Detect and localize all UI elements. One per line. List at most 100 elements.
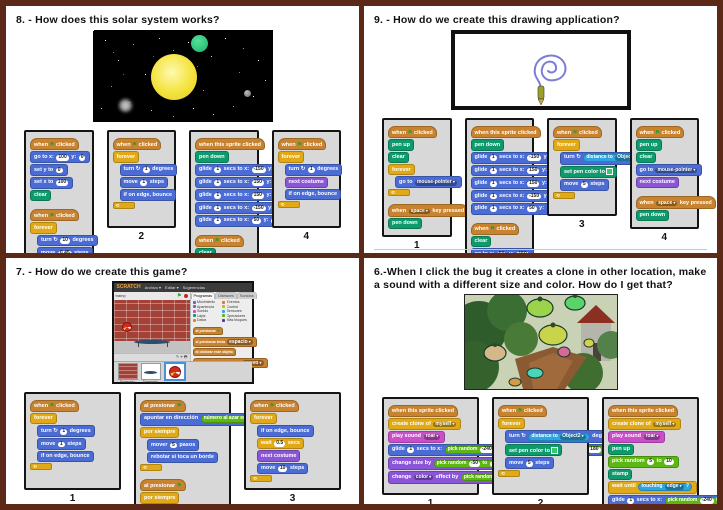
answer-options-row: when this sprite clicked create clone of … (374, 396, 717, 504)
ide-tab-sonidos[interactable]: Sonidos (236, 291, 257, 299)
question-title: 9. - How do we create this drawing appli… (374, 14, 620, 26)
block-category[interactable]: Sonido (192, 309, 221, 313)
ball-thumbnail-selected[interactable] (163, 362, 186, 382)
ide-tab-disfraces[interactable]: Disfraces (215, 291, 237, 299)
palette-event-block[interactable]: al presionar ⚑ (192, 327, 224, 336)
category-label: Movimiento (197, 300, 216, 305)
scratch-block-control: forever (112, 151, 140, 163)
loop-end-cap: ⟲ (388, 189, 410, 197)
trampoline-thumbnail[interactable]: Trampolín (140, 363, 161, 384)
scratch-block-hat: al presionar ⚑ (140, 399, 186, 412)
block-category[interactable]: Operadores (222, 314, 250, 318)
scratch-block-control: forever (277, 151, 305, 163)
small-planet-sprite (243, 90, 251, 98)
ide-menu-item[interactable]: Editar ▾ (165, 284, 179, 290)
ide-stage-header: tramp ⚑ (113, 291, 190, 300)
quadrant-q6: 6.-When I click the bug it creates a clo… (364, 257, 717, 504)
ball-sprite (121, 321, 132, 332)
stage-toolbar: ✎ ⌖ 🖶 (113, 352, 190, 361)
option-number: 1 (427, 497, 434, 504)
stage-thumbnail[interactable]: Escenario (117, 363, 138, 384)
green-planet-sprite (190, 35, 208, 53)
scratch-block-control: forever (498, 418, 525, 430)
option-panel[interactable]: al presionar ⚑apuntar en dirección númer… (134, 391, 297, 504)
scratch-block-control: por siempre (140, 492, 180, 504)
block-category[interactable]: Eventos (222, 300, 250, 304)
scratch-block-control: forever (388, 164, 415, 176)
loop-end-cap: ⟲ (30, 463, 52, 471)
category-label: Sensores (226, 309, 242, 314)
drawing-app-image (450, 30, 631, 111)
block-category[interactable]: Sensores (222, 309, 250, 313)
sprite-name-label: tramp (115, 293, 126, 299)
scratch-block-pen: pen up (635, 139, 662, 151)
block-category[interactable]: Control (222, 305, 250, 309)
ide-menu-item[interactable]: Sugerencias (182, 284, 205, 290)
scratch-block-motion: move 10 steps (257, 462, 309, 475)
scratch-block-hat: when ⚑ clicked (277, 138, 327, 151)
scratch-block-pen: clear (195, 247, 216, 253)
ide-tab-programas[interactable]: Programas (190, 291, 216, 299)
palette-event-block[interactable]: al clickear este objeto (192, 348, 236, 357)
scratch-block-pen: set pen color to (560, 165, 618, 178)
bugs-forest-image (463, 293, 618, 390)
scratch-block-motion: if on edge, bounce (119, 189, 177, 201)
scratch-block-motion: turn ↻ 1 degrees (284, 163, 343, 176)
block-category[interactable]: Más bloques (222, 318, 250, 322)
scratch-block-hat: when ⚑ clicked (30, 138, 79, 151)
scratch-block-hat: when ⚑ clicked (553, 126, 602, 139)
ide-menu-item[interactable]: Archivo ▾ (144, 284, 162, 290)
scratch-block-motion: move 1 steps (37, 438, 86, 450)
scratch-block-looks: change size by pick random -50 to 50 (388, 457, 509, 471)
option-number: 2 (537, 497, 544, 504)
block-stack: when ⚑ clickedcleargo to x: 50 y: 150 (195, 234, 253, 253)
scratch-block-control: create clone of myself (608, 418, 682, 430)
scratch-block-hat: when this sprite clicked (388, 404, 459, 418)
block-category[interactable]: Datos (192, 318, 221, 322)
scratch-block-pen: pen down (635, 209, 670, 222)
scratch-block-motion: turn ↻ 10 degrees (37, 234, 98, 247)
scratch-block-motion: set x to 100 (30, 176, 74, 189)
scratch-block-looks: next costume (635, 176, 679, 189)
palette-event-block[interactable]: al presionar tecla espacio (192, 336, 257, 347)
scratch-block-motion: go to x: 100 y: 0 (30, 151, 91, 164)
scratch-block-motion: glide 1 secs to x: pick random -240 to 2… (608, 494, 717, 504)
block-category[interactable]: Apariencia (192, 305, 221, 309)
block-category[interactable]: Lápiz (192, 314, 221, 318)
sun-sprite (150, 54, 197, 101)
ball-icon (168, 366, 181, 379)
scratch-block-control: forever (30, 222, 57, 234)
scratch-block-motion: turn ↻ 1 degrees (119, 163, 178, 176)
scratch-block-looks: next costume (257, 450, 301, 462)
category-color-icon (222, 318, 225, 322)
ide-menubar: Archivo ▾Editar ▾Sugerencias (145, 285, 205, 290)
scratch-block-pen: stamp (608, 468, 633, 480)
block-category[interactable]: Movimiento (192, 300, 221, 305)
